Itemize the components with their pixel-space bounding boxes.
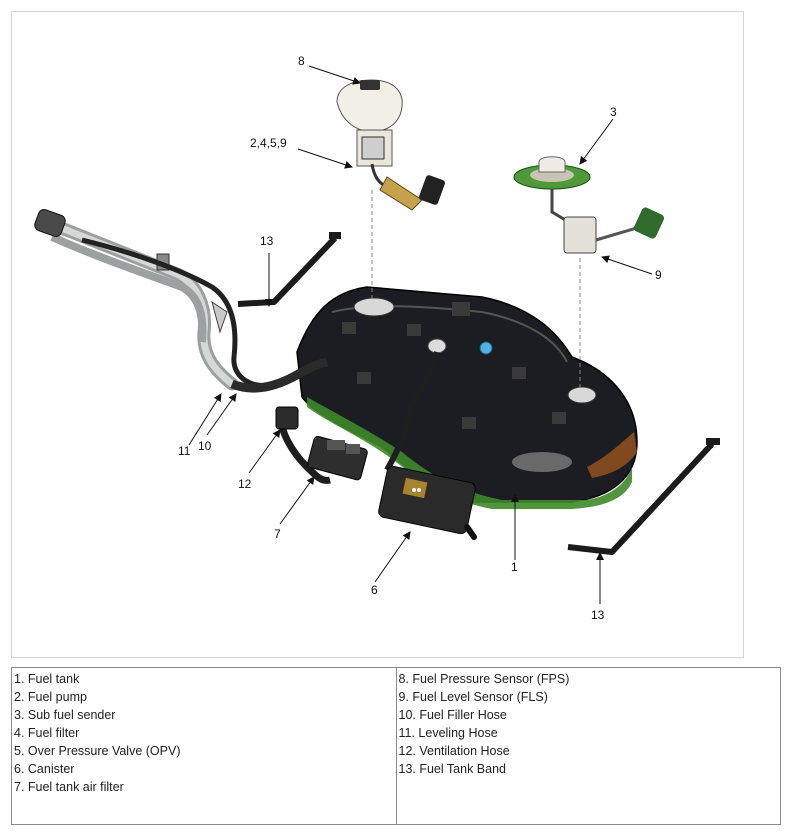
legend-item: 3. Sub fuel sender: [14, 708, 116, 722]
legend-item: 1. Fuel tank: [14, 672, 80, 686]
callout-10: 10: [198, 439, 212, 453]
legend-item: 12. Ventilation Hose: [398, 744, 510, 758]
fuel-tank-band-right: [567, 438, 720, 555]
component-legend-table: 1. Fuel tank 2. Fuel pump 3. Sub fuel se…: [11, 667, 781, 825]
legend-item: 6. Canister: [14, 762, 75, 776]
canister: [378, 465, 477, 540]
callout-12: 12: [238, 477, 252, 491]
callout-11: 11: [178, 444, 191, 458]
fuel-tank: [296, 286, 638, 509]
ventilation-hose: [230, 351, 440, 484]
legend-right-column: 8. Fuel Pressure Sensor (FPS) 9. Fuel Le…: [395, 668, 781, 824]
legend-left-column: 1. Fuel tank 2. Fuel pump 3. Sub fuel se…: [12, 668, 396, 824]
callout-leader-lines: [188, 65, 653, 604]
callout-7: 7: [274, 527, 281, 541]
fuel-pump-assembly: [336, 79, 445, 211]
legend-item: 8. Fuel Pressure Sensor (FPS): [398, 672, 570, 686]
legend-item: 13. Fuel Tank Band: [398, 762, 506, 776]
fuel-filler-hose: [34, 209, 239, 391]
legend-item: 7. Fuel tank air filter: [14, 780, 124, 794]
callout-6: 6: [371, 583, 378, 597]
legend-item: 2. Fuel pump: [14, 690, 87, 704]
callout-2-4-5-9: 2,4,5,9: [250, 136, 287, 150]
fuel-tank-air-filter: [307, 435, 368, 481]
leveling-hose: [81, 237, 275, 388]
legend-item: 9. Fuel Level Sensor (FLS): [398, 690, 548, 704]
callout-13-bottom: 13: [591, 608, 605, 622]
fuel-system-diagram: 8 2,4,5,9 3 9 13 13 11 10 12 7 6 1: [11, 11, 744, 658]
callout-3: 3: [610, 105, 617, 119]
legend-item: 11. Leveling Hose: [398, 726, 498, 740]
legend-item: 4. Fuel filter: [14, 726, 80, 740]
legend-item: 5. Over Pressure Valve (OPV): [14, 744, 181, 758]
callout-1: 1: [511, 560, 518, 574]
callout-13-top: 13: [260, 234, 274, 248]
legend-item: 10. Fuel Filler Hose: [398, 708, 507, 722]
callout-9: 9: [655, 268, 662, 282]
fuel-tank-band-left: [237, 232, 341, 307]
callout-8: 8: [298, 54, 305, 68]
sub-fuel-sender: [513, 156, 665, 254]
